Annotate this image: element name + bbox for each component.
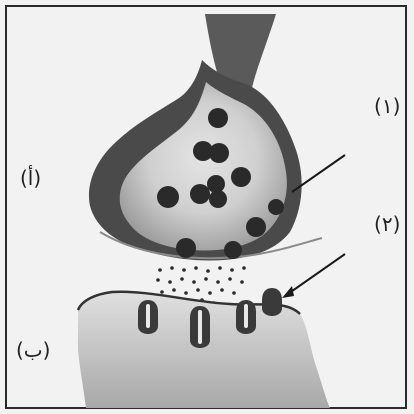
vesicle: [268, 199, 284, 215]
vesicle: [208, 108, 228, 128]
vesicle: [157, 186, 179, 208]
vesicle: [209, 143, 229, 163]
label-b: (ب): [16, 340, 50, 360]
receptor: [262, 288, 282, 316]
label-1: (١): [374, 96, 400, 116]
pointer-line-2: [285, 254, 345, 296]
vesicle: [209, 190, 227, 208]
vesicle: [224, 241, 242, 259]
vesicle: [246, 217, 266, 237]
vesicle: [176, 238, 196, 258]
label-2: (٢): [374, 214, 400, 234]
label-a: (أ): [20, 168, 41, 188]
vesicle: [231, 167, 251, 187]
vesicle: [190, 184, 210, 204]
pointer-arrowhead-2: [282, 286, 294, 298]
